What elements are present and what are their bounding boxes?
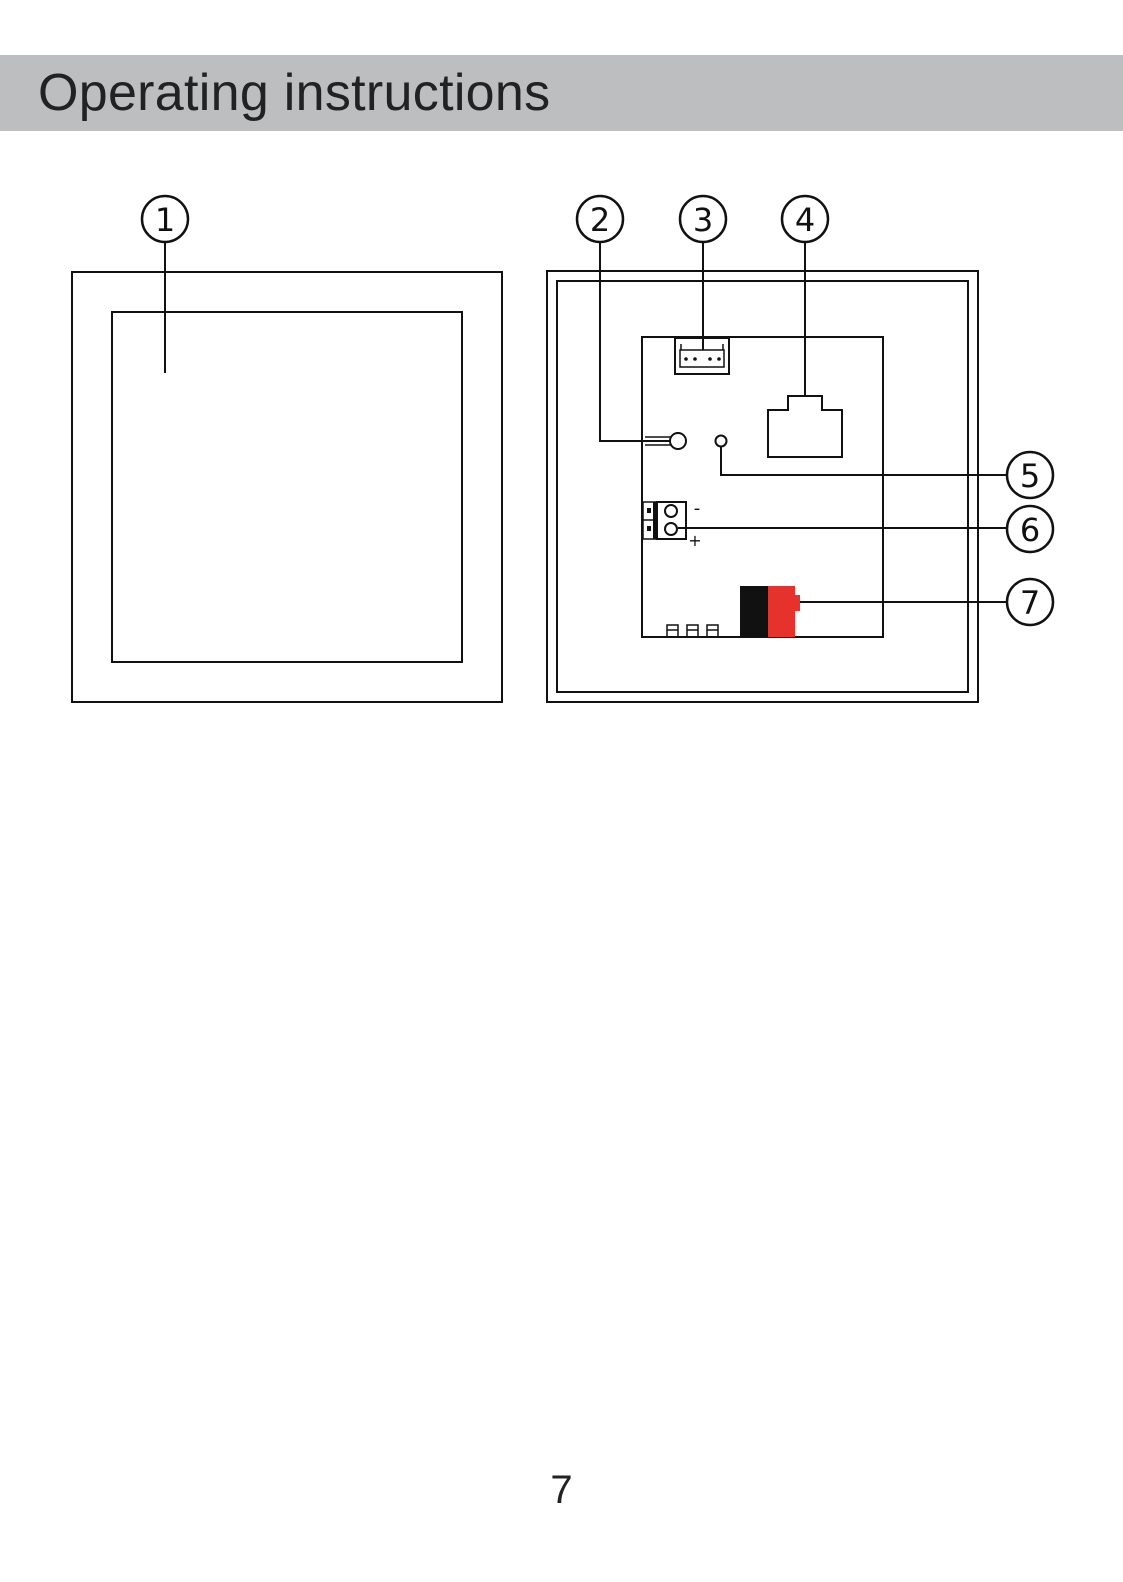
terminal-plus-label: + <box>688 531 701 550</box>
page-title: Operating instructions <box>38 64 551 122</box>
terminal-minus-label: - <box>694 498 701 519</box>
front-screen <box>111 311 463 663</box>
network-socket <box>767 395 843 458</box>
callout-label-7: 7 <box>1020 584 1040 622</box>
callout-label-3: 3 <box>693 201 713 239</box>
callout-label-2: 2 <box>590 201 610 239</box>
callout-circle-7 <box>1005 577 1055 627</box>
header-band <box>0 55 1123 131</box>
reset-button <box>669 432 687 450</box>
callout-circle-6 <box>1005 504 1055 554</box>
leader-line-2 <box>599 243 671 442</box>
callout-label-5: 5 <box>1020 457 1040 495</box>
callout-circle-1 <box>140 194 190 244</box>
callout-circle-2 <box>575 194 625 244</box>
indicator-led <box>714 434 728 448</box>
page-number: 7 <box>550 1468 573 1512</box>
board-pads <box>666 624 719 636</box>
device-diagram: - + 1 2 3 4 5 6 7 <box>71 194 1055 703</box>
speaker-connector <box>740 586 800 637</box>
leader-line-5 <box>720 447 1006 476</box>
front-view <box>71 243 503 703</box>
callout-label-1: 1 <box>155 201 175 239</box>
back-frame-inner <box>556 280 969 693</box>
callout-label-6: 6 <box>1020 511 1040 549</box>
callout-circle-3 <box>678 194 728 244</box>
front-frame <box>71 271 503 703</box>
callout-label-4: 4 <box>795 201 815 239</box>
callout-circle-5 <box>1005 450 1055 500</box>
callout-circle-4 <box>780 194 830 244</box>
leader-lines <box>599 243 1006 603</box>
back-view <box>546 270 979 703</box>
power-terminal <box>642 501 687 540</box>
back-frame-outer <box>546 270 979 703</box>
